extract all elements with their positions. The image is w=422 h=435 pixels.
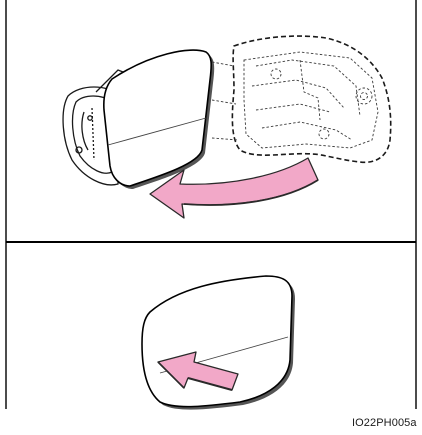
mirror-glass-install <box>142 276 295 410</box>
figure-code: IO22PH005a <box>352 417 417 429</box>
mirror-base-inner-detail <box>212 52 378 148</box>
mirror-base-dashed-outline <box>232 36 390 162</box>
